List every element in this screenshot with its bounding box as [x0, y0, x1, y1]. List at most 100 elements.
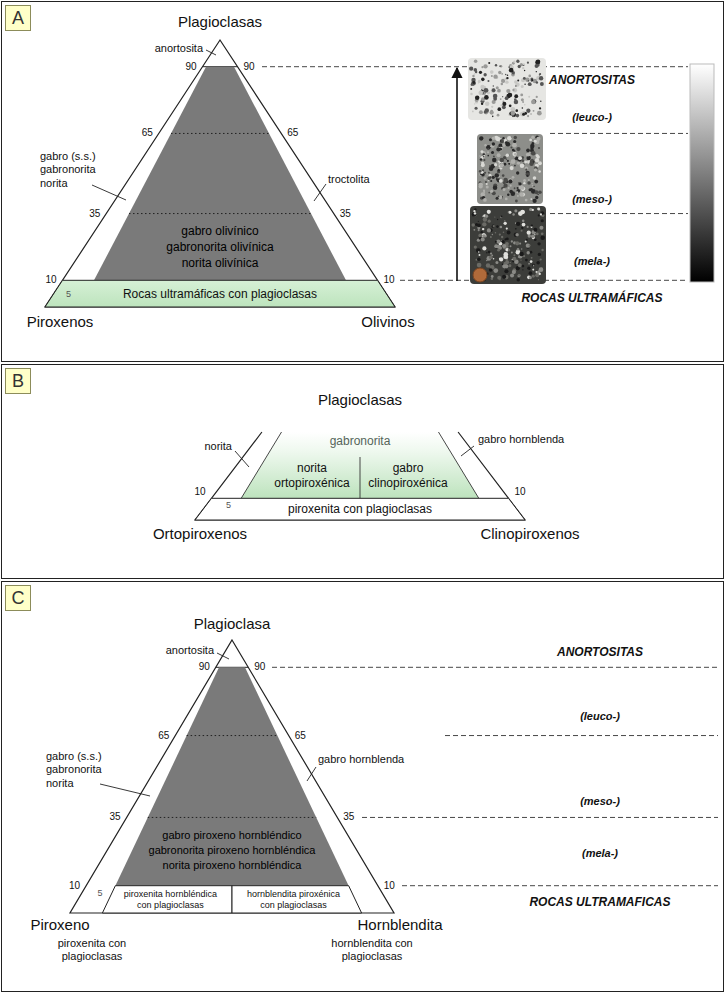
mineral-grain — [533, 110, 535, 112]
mineral-grain — [515, 200, 518, 203]
mineral-grain — [523, 179, 526, 182]
band-region: Rocas ultramáficas con plagioclasas — [44, 279, 396, 308]
mineral-grain — [504, 255, 508, 259]
mineral-grain — [481, 237, 485, 241]
corner-label: Hornblendita — [357, 916, 442, 934]
mineral-grain — [510, 262, 511, 263]
mineral-grain — [529, 276, 532, 279]
rock-surface — [477, 134, 543, 204]
mineral-grain — [522, 113, 525, 116]
mineral-grain — [522, 265, 525, 268]
mineral-grain — [495, 64, 497, 66]
text-slot: piroxenita con plagioclasas — [288, 502, 432, 516]
text-slot: (leuco-) — [572, 111, 612, 124]
mineral-grain — [515, 241, 519, 245]
leader-line — [100, 784, 150, 796]
mineral-grain — [510, 166, 514, 170]
mineral-grain — [473, 210, 475, 212]
mineral-grain — [493, 74, 497, 78]
mineral-grain — [502, 143, 506, 147]
text-slot: norita piroxeno hornbléndica — [163, 859, 302, 872]
rock-name: hornblendita con plagioclasas — [322, 937, 422, 963]
region-fill — [102, 886, 232, 913]
mineral-grain — [525, 259, 528, 262]
text-slot: Rocas ultramáficas con plagioclasas — [123, 287, 317, 301]
mineral-grain — [517, 161, 520, 164]
rock-name: norita piroxeno hornbléndica — [163, 859, 302, 872]
mineral-grain — [522, 269, 523, 270]
mineral-grain — [512, 213, 514, 215]
mineral-grain — [526, 244, 530, 248]
mineral-grain — [519, 192, 523, 196]
mineral-grain — [516, 191, 518, 193]
mineral-grain — [506, 227, 508, 229]
text-slot: 65 — [287, 127, 298, 139]
mineral-grain — [481, 151, 485, 155]
scale-label: (mela-) — [582, 847, 618, 860]
leader-line — [217, 653, 229, 659]
mineral-grain — [512, 152, 516, 156]
panel-letter: A — [5, 5, 31, 31]
mineral-grain — [536, 137, 540, 141]
mineral-grain — [497, 107, 501, 111]
mineral-grain — [490, 176, 492, 178]
mineral-grain — [530, 79, 531, 80]
mineral-grain — [516, 189, 520, 193]
mineral-grain — [492, 234, 494, 236]
mineral-grain — [484, 144, 486, 146]
mineral-grain — [479, 155, 480, 156]
rock-name: gabronorita — [330, 434, 391, 448]
mineral-grain — [502, 137, 504, 139]
mineral-grain — [526, 152, 530, 156]
mineral-grain — [528, 263, 530, 265]
mineral-grain — [521, 227, 523, 229]
mineral-grain — [541, 249, 543, 251]
mineral-grain — [527, 62, 529, 64]
mineral-grain — [490, 180, 492, 182]
text-slot: 65 — [295, 730, 306, 742]
mineral-grain — [492, 116, 494, 118]
mineral-grain — [494, 163, 497, 166]
mineral-grain — [523, 77, 526, 80]
mineral-grain — [472, 110, 474, 112]
rock-name: gabro piroxeno hornbléndico — [162, 829, 301, 842]
mineral-grain — [531, 136, 534, 139]
mineral-grain — [520, 164, 525, 169]
mineral-grain — [500, 65, 502, 67]
leader-line — [92, 185, 126, 200]
mineral-grain — [484, 172, 486, 174]
mineral-grain — [480, 231, 483, 234]
mineral-grain — [476, 248, 481, 253]
mineral-grain — [525, 167, 528, 170]
mineral-grain — [540, 82, 544, 86]
mineral-grain — [536, 81, 538, 83]
mineral-grain — [531, 183, 532, 184]
mineral-grain — [527, 181, 530, 184]
text-slot: Piroxeno — [30, 916, 89, 934]
mineral-grain — [483, 217, 487, 221]
corner-label: Piroxenos — [27, 313, 94, 331]
mineral-grain — [507, 231, 511, 235]
corner-label: Plagioclasas — [318, 391, 402, 409]
mineral-grain — [489, 255, 493, 259]
mineral-grain — [478, 91, 483, 96]
mineral-grain — [510, 185, 512, 187]
mineral-grain — [502, 244, 506, 248]
text-slot: (leuco-) — [580, 710, 620, 723]
mineral-grain — [504, 222, 507, 225]
mineral-grain — [490, 70, 494, 74]
mineral-grain — [498, 160, 500, 162]
text-slot: gabronorita — [330, 434, 391, 448]
mineral-grain — [537, 111, 542, 116]
mineral-grain — [503, 178, 508, 183]
mineral-grain — [515, 233, 518, 236]
text-slot: 90 — [185, 61, 196, 73]
mineral-grain — [532, 185, 534, 187]
text-slot: gabro hornblenda — [318, 753, 404, 766]
mineral-grain — [491, 275, 494, 278]
mineral-grain — [500, 158, 504, 162]
percent-number: 10 — [69, 880, 80, 892]
mineral-grain — [539, 73, 541, 75]
mineral-grain — [502, 240, 505, 243]
